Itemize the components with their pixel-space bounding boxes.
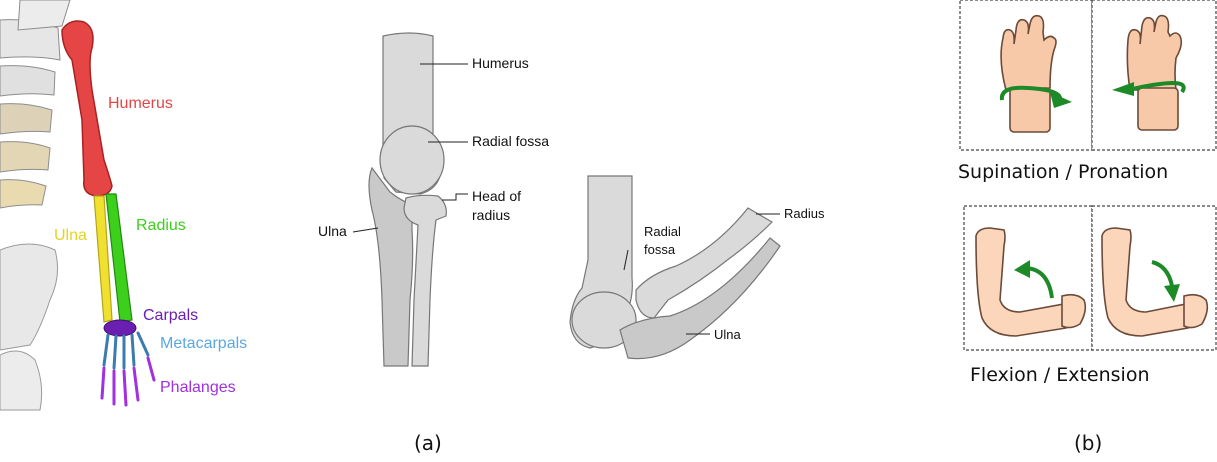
front-head-of-radius-label-line1: Head of bbox=[472, 188, 521, 204]
humerus-bone bbox=[62, 21, 112, 196]
motion-types-panel: Supination / Pronation Flexion / Extensi… bbox=[958, 0, 1216, 386]
phalanges-label: Phalanges bbox=[160, 379, 236, 396]
ulna-label: Ulna bbox=[54, 227, 87, 244]
rotation-caption: Supination / Pronation bbox=[958, 161, 1168, 183]
flexion-caption: Flexion / Extension bbox=[970, 364, 1150, 386]
front-humerus-label: Humerus bbox=[472, 55, 529, 71]
carpals-label: Carpals bbox=[143, 307, 198, 324]
side-radial-fossa-label-line1: Radial bbox=[644, 224, 681, 239]
side-ulna-label: Ulna bbox=[714, 327, 742, 342]
pelvis-illustration bbox=[0, 244, 58, 410]
ribcage-illustration bbox=[0, 0, 70, 208]
humerus-label: Humerus bbox=[108, 95, 173, 112]
caption-a: (a) bbox=[414, 431, 442, 455]
elbow-side-view: Radius Radial fossa Ulna bbox=[570, 176, 825, 359]
arm-skeleton-illustration: Humerus Ulna Radius Carpals Metacarpals … bbox=[0, 0, 247, 410]
radius-label: Radius bbox=[136, 217, 186, 234]
metacarpals-bones bbox=[104, 333, 148, 368]
front-ulna-label: Ulna bbox=[318, 223, 347, 239]
phalanges-bones bbox=[102, 358, 154, 405]
side-radius-label: Radius bbox=[784, 206, 825, 221]
metacarpals-label: Metacarpals bbox=[160, 335, 247, 352]
caption-b: (b) bbox=[1074, 431, 1102, 455]
elbow-front-view: Humerus Radial fossa Head of radius Ulna bbox=[318, 33, 549, 366]
front-head-of-radius-label-line2: radius bbox=[472, 207, 510, 223]
carpals-bone bbox=[104, 320, 136, 336]
front-radial-fossa-label: Radial fossa bbox=[472, 133, 549, 149]
side-radial-fossa-label-line2: fossa bbox=[644, 242, 676, 257]
